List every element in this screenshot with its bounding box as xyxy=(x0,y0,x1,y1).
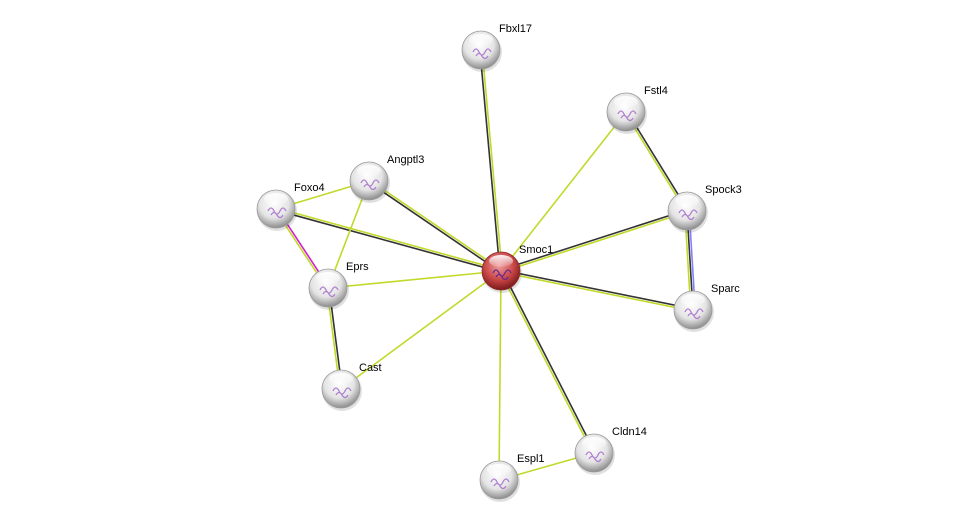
protein-structure-icon xyxy=(319,286,339,298)
protein-structure-icon xyxy=(332,387,352,399)
node-label: Espl1 xyxy=(517,453,545,465)
protein-structure-icon xyxy=(360,179,380,191)
edge-evidence-line xyxy=(500,111,627,272)
edge-evidence-line xyxy=(624,112,687,212)
node-label: Angptl3 xyxy=(387,154,424,166)
node-highlight xyxy=(614,96,638,108)
protein-structure-icon xyxy=(617,110,637,122)
node-highlight xyxy=(264,193,288,205)
edge-smoc1-fstl4[interactable] xyxy=(500,111,627,272)
node-highlight xyxy=(675,195,699,207)
node-cldn14[interactable]: Cldn14 xyxy=(574,426,647,475)
node-label: Foxo4 xyxy=(294,182,325,194)
protein-structure-icon xyxy=(490,478,510,490)
protein-structure-icon xyxy=(678,209,698,221)
node-label: Spock3 xyxy=(705,184,742,196)
edge-smoc1-cldn14[interactable] xyxy=(499,270,596,454)
edge-evidence-line xyxy=(501,270,596,453)
node-highlight xyxy=(357,165,381,177)
node-label: Fbxl17 xyxy=(499,23,532,35)
edge-smoc1-angptl3[interactable] xyxy=(367,179,503,273)
protein-structure-icon xyxy=(267,207,287,219)
edge-evidence-line xyxy=(367,181,501,273)
node-espl1[interactable]: Espl1 xyxy=(479,453,545,502)
node-label: Eprs xyxy=(346,261,369,273)
node-highlight xyxy=(329,373,353,385)
node-spock3[interactable]: Spock3 xyxy=(667,184,742,233)
node-highlight xyxy=(489,255,513,267)
node-label: Cast xyxy=(359,362,382,374)
node-label: Cldn14 xyxy=(612,426,647,438)
node-highlight xyxy=(681,294,705,306)
edge-smoc1-sparc[interactable] xyxy=(500,269,694,312)
edge-evidence-line xyxy=(501,211,688,273)
node-cast[interactable]: Cast xyxy=(321,362,382,411)
node-fstl4[interactable]: Fstl4 xyxy=(606,85,668,134)
edge-evidence-line xyxy=(500,209,687,271)
edge-evidence-line xyxy=(369,179,503,271)
node-angptl3[interactable]: Angptl3 xyxy=(349,154,424,203)
node-highlight xyxy=(487,464,511,476)
node-label: Fstl4 xyxy=(644,85,668,97)
edge-evidence-line xyxy=(276,207,502,271)
node-sparc[interactable]: Sparc xyxy=(673,283,740,332)
edge-evidence-line xyxy=(500,271,693,312)
node-eprs[interactable]: Eprs xyxy=(308,261,369,310)
node-highlight xyxy=(582,437,606,449)
protein-structure-icon xyxy=(684,308,704,320)
edge-smoc1-espl1[interactable] xyxy=(498,270,502,481)
node-fbxl17[interactable]: Fbxl17 xyxy=(461,23,532,72)
node-smoc1[interactable]: Smoc1 xyxy=(481,244,553,293)
edge-evidence-line xyxy=(275,209,501,273)
edge-fstl4-spock3[interactable] xyxy=(624,111,689,212)
edge-smoc1-fbxl17[interactable] xyxy=(479,49,503,272)
protein-structure-icon xyxy=(472,48,492,60)
edge-evidence-line xyxy=(498,270,502,481)
protein-structure-icon xyxy=(492,269,512,281)
edge-evidence-line xyxy=(499,271,594,454)
edge-evidence-line xyxy=(479,50,501,272)
edge-smoc1-eprs[interactable] xyxy=(327,270,502,289)
node-foxo4[interactable]: Foxo4 xyxy=(256,182,325,231)
edge-evidence-line xyxy=(340,270,502,390)
edge-smoc1-foxo4[interactable] xyxy=(275,207,502,273)
edge-evidence-line xyxy=(481,49,503,271)
node-label: Sparc xyxy=(711,283,740,295)
edge-evidence-line xyxy=(626,111,689,211)
edge-evidence-line xyxy=(327,270,502,289)
node-highlight xyxy=(469,34,493,46)
edge-smoc1-spock3[interactable] xyxy=(500,209,688,273)
node-label: Smoc1 xyxy=(519,244,553,256)
node-highlight xyxy=(316,272,340,284)
protein-structure-icon xyxy=(585,451,605,463)
edge-evidence-line xyxy=(501,269,694,310)
edge-smoc1-cast[interactable] xyxy=(340,270,502,390)
